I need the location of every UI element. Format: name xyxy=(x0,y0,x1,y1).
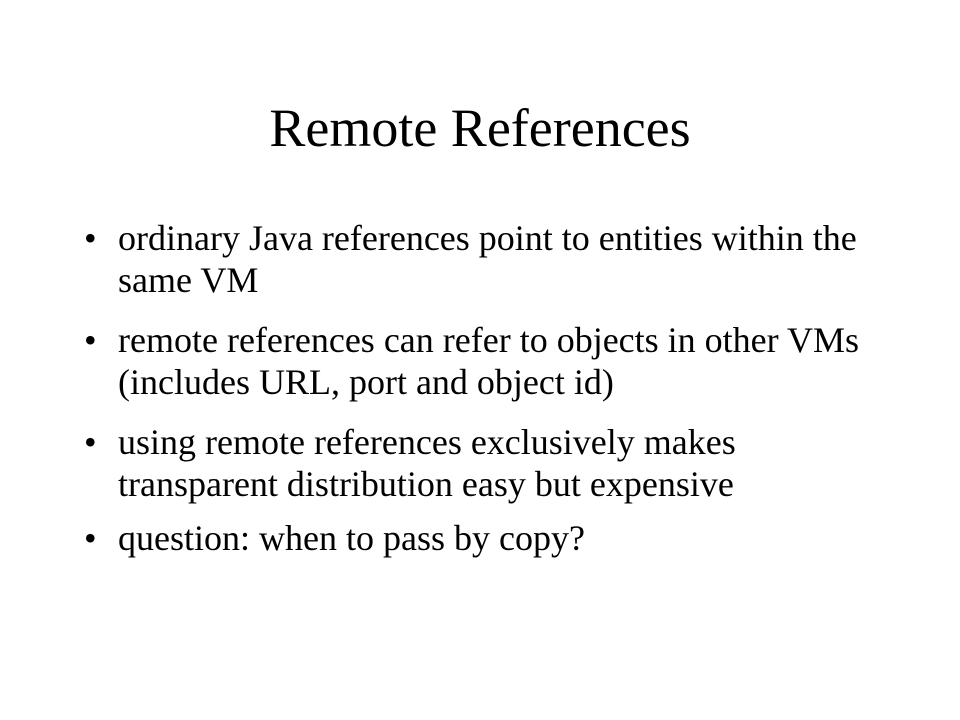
bullet-icon: • xyxy=(84,218,97,258)
bullet-text: ordinary Java references point to entiti… xyxy=(118,218,857,300)
bullet-item: • using remote references exclusively ma… xyxy=(84,421,884,505)
slide-title: Remote References xyxy=(269,98,691,158)
bullet-icon: • xyxy=(84,518,97,558)
bullet-text: question: when to pass by copy? xyxy=(118,518,585,558)
bullet-text: remote references can refer to objects i… xyxy=(118,320,860,402)
bullet-list: • ordinary Java references point to enti… xyxy=(84,217,884,577)
bullet-icon: • xyxy=(84,422,97,462)
bullet-item: • question: when to pass by copy? xyxy=(84,517,884,559)
bullet-icon: • xyxy=(84,320,97,360)
bullet-item: • remote references can refer to objects… xyxy=(84,319,884,403)
bullet-item: • ordinary Java references point to enti… xyxy=(84,217,884,301)
bullet-text: using remote references exclusively make… xyxy=(118,422,736,504)
